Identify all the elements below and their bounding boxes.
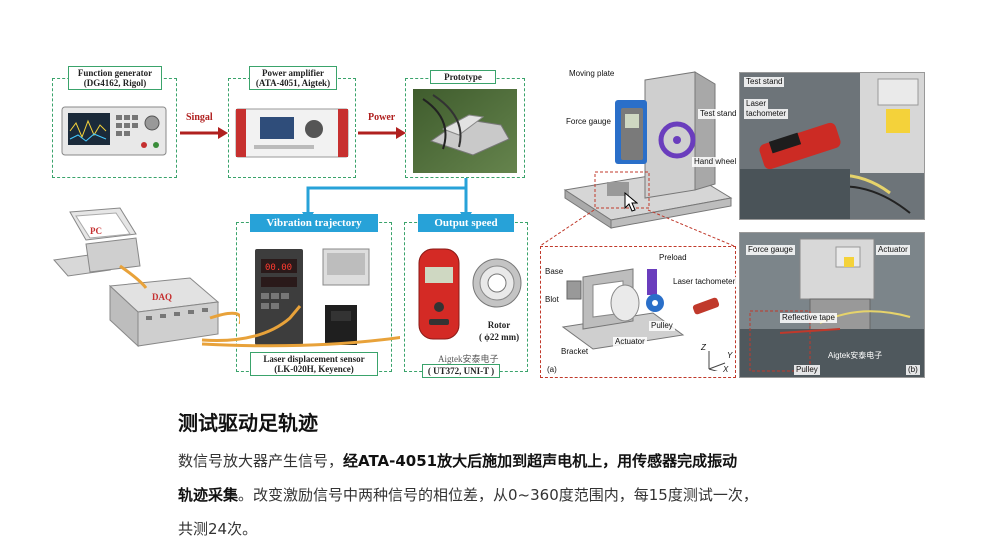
- photo-test-stand-content: [740, 73, 924, 219]
- mouse-cursor-icon: [624, 192, 638, 212]
- daq-cables: [201, 305, 400, 348]
- paragraph-line-2: 轨迹采集。改变激励信号中两种信号的相位差，从0~360度范围内，每15度测试一次…: [178, 486, 758, 504]
- axis-z: Z: [699, 343, 708, 353]
- pulley-label-b: Pulley: [794, 365, 820, 375]
- laser-sensor-label: Laser displacement sensor (LK-020H, Keye…: [250, 352, 378, 376]
- panel-b-tag: (b): [906, 365, 920, 375]
- svg-text:00.00: 00.00: [265, 263, 292, 273]
- panel-a-tag: (a): [545, 365, 559, 375]
- rotor-bearing: [472, 258, 522, 308]
- laser-label-b: Laser: [744, 99, 769, 109]
- photo-test-stand: Test stand Laser tachometer: [739, 72, 925, 220]
- photo-force-gauge: Force gauge Actuator Reflective tape Pul…: [739, 232, 925, 378]
- pc-daq-illustration: [53, 207, 240, 348]
- base-label: Base: [543, 267, 566, 277]
- photo-force-gauge-content: [740, 233, 924, 377]
- detail-panel-a: Base Blot Preload Laser tachometer Pulle…: [540, 246, 738, 378]
- function-generator-device: [61, 106, 167, 156]
- laser-tachometer-label-a: Laser tachometer: [671, 277, 738, 287]
- right-watermark: Aigtek安泰电子: [828, 351, 883, 360]
- force-gauge-label-b: Force gauge: [746, 245, 795, 255]
- test-stand-label-a: Test stand: [698, 109, 739, 119]
- bolt-label: Blot: [543, 295, 561, 305]
- tachometer-device: [418, 248, 460, 340]
- daq-label: DAQ: [152, 292, 172, 302]
- axis-x: X: [721, 365, 731, 375]
- rotor-label: Rotor ( ϕ22 mm): [479, 320, 520, 342]
- signal-arrow: [180, 127, 228, 139]
- laser-sensor-devices: 00.00: [255, 248, 370, 345]
- prototype-box: [405, 78, 525, 178]
- left-watermark: Aigtek安泰电子: [438, 354, 499, 364]
- axis-y: Y: [725, 351, 735, 361]
- actuator-label-a: Actuator: [613, 337, 647, 347]
- pulley-label-a: Pulley: [649, 321, 675, 331]
- bracket-label: Bracket: [559, 347, 591, 357]
- tachometer-label: ( UT372, UNI-T ): [422, 364, 500, 378]
- preload-label: Preload: [657, 253, 689, 263]
- zoom-lines: [539, 209, 735, 247]
- experiment-figure: Function generator (DG4162, Rigol) Power…: [52, 66, 925, 378]
- hand-wheel-label: Hand wheel: [692, 157, 739, 167]
- power-amplifier-box: [228, 78, 356, 178]
- test-stand-render: [563, 71, 733, 229]
- reflective-tape-label: Reflective tape: [780, 313, 837, 323]
- output-speed-header: Output speed: [418, 214, 514, 232]
- description-block: 测试驱动足轨迹 数信号放大器产生信号，经ATA-4051放大后施加到超声电机上，…: [178, 408, 878, 546]
- force-gauge-label-a: Force gauge: [564, 117, 613, 127]
- actuator-label-b: Actuator: [876, 245, 910, 255]
- tachometer-label-b: tachometer: [744, 109, 789, 119]
- moving-plate-label: Moving plate: [567, 69, 617, 79]
- power-arrow: [358, 127, 406, 139]
- prototype-label: Prototype: [430, 70, 496, 84]
- test-stand-label-b: Test stand: [744, 77, 785, 87]
- paragraph-line-3: 共测24次。: [178, 520, 258, 538]
- function-generator-label: Function generator (DG4162, Rigol): [68, 66, 162, 90]
- function-generator-box: [52, 78, 177, 178]
- pc-label: PC: [90, 226, 102, 236]
- prototype-photo: [413, 89, 517, 173]
- paragraph-line-1: 数信号放大器产生信号，经ATA-4051放大后施加到超声电机上，用传感器完成振动: [178, 452, 738, 470]
- vibration-trajectory-header: Vibration trajectory: [250, 214, 378, 232]
- output-speed-box: Rotor ( ϕ22 mm): [404, 222, 528, 372]
- actuator-detail-render: [561, 268, 726, 371]
- power-arrow-label: Power: [368, 112, 396, 123]
- signal-arrow-label: Singal: [186, 112, 213, 123]
- power-amplifier-label: Power amplifier (ATA-4051, Aigtek): [249, 66, 337, 90]
- power-amplifier-device: [235, 108, 349, 158]
- section-heading: 测试驱动足轨迹: [178, 411, 318, 435]
